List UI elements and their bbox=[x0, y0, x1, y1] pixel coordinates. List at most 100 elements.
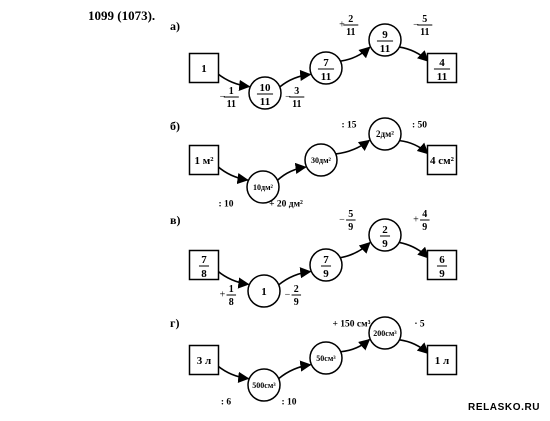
node-value-text: 10дм² bbox=[253, 183, 273, 192]
node-4-circle: 911 bbox=[368, 23, 402, 57]
operation-label: · 5 bbox=[414, 319, 425, 329]
node-box-shape bbox=[426, 144, 458, 176]
arrow-connector bbox=[216, 72, 251, 92]
arrow-connector bbox=[340, 46, 371, 62]
node-value-denominator: 11 bbox=[321, 71, 331, 83]
operation-numerator: 3 bbox=[294, 86, 299, 97]
node-circle-shape bbox=[368, 23, 402, 57]
operation-label: : 50 bbox=[412, 120, 427, 130]
chain-letter: б) bbox=[170, 119, 180, 133]
node-circle-shape bbox=[368, 117, 402, 151]
node-2-circle: 500см³ bbox=[247, 368, 281, 402]
node-2-circle: 10дм² bbox=[246, 170, 280, 204]
arrow-connector bbox=[278, 267, 312, 286]
operation-label: −111 bbox=[220, 86, 239, 110]
node-box-shape bbox=[426, 52, 458, 84]
operation-numerator: 4 bbox=[422, 209, 427, 220]
operation-label: + 150 см³ bbox=[333, 319, 371, 329]
operation-numerator: 5 bbox=[422, 14, 427, 25]
operation-numerator: 1 bbox=[229, 86, 234, 97]
operation-numerator: 2 bbox=[294, 284, 299, 295]
node-value-text: 500см³ bbox=[252, 381, 276, 390]
node-box-shape bbox=[188, 52, 220, 84]
operation-denominator: 9 bbox=[348, 222, 353, 233]
node-value-text: 1 bbox=[201, 63, 207, 75]
arrow-connector bbox=[399, 139, 429, 155]
node-value-denominator: 11 bbox=[380, 43, 390, 55]
arrow-connector bbox=[278, 360, 312, 380]
node-2-circle: 1 bbox=[247, 274, 281, 308]
node-box-shape bbox=[426, 344, 458, 376]
node-value-denominator: 11 bbox=[260, 96, 270, 108]
node-circle-shape bbox=[368, 316, 402, 350]
operation-sign: + bbox=[339, 20, 345, 31]
operation-denominator: 9 bbox=[422, 222, 427, 233]
operation-numerator: 2 bbox=[348, 14, 353, 25]
operation-label: : 15 bbox=[341, 120, 356, 130]
operation-denominator: 8 bbox=[229, 297, 234, 308]
operation-label: + 20 дм² bbox=[269, 199, 303, 209]
node-value-numerator: 2 bbox=[382, 224, 388, 236]
node-value-text: 3 л bbox=[197, 355, 211, 367]
arrow-connector bbox=[276, 162, 307, 181]
node-1-box: 3 л bbox=[188, 344, 220, 376]
operation-sign: + bbox=[413, 215, 419, 226]
operation-label: −59 bbox=[339, 209, 356, 233]
node-circle-shape bbox=[309, 341, 343, 375]
arrow-connector bbox=[340, 338, 371, 353]
operation-label: −311 bbox=[285, 86, 305, 110]
operation-text: · 5 bbox=[414, 319, 425, 329]
arrow-connector bbox=[216, 165, 249, 185]
node-1-box: 78 bbox=[188, 249, 220, 281]
operation-numerator: 1 bbox=[229, 284, 234, 295]
node-value-numerator: 7 bbox=[323, 57, 329, 69]
operation-text: : 10 bbox=[281, 397, 296, 407]
node-value-text: 1 л bbox=[435, 355, 449, 367]
node-circle-shape bbox=[247, 274, 281, 308]
operation-label: : 10 bbox=[218, 199, 233, 209]
node-4-circle: 200см³ bbox=[368, 316, 402, 350]
arrow-connector bbox=[216, 364, 250, 383]
node-circle-shape bbox=[368, 218, 402, 252]
problem-number: 1099 (1073). bbox=[88, 8, 156, 23]
operation-label: +18 bbox=[220, 284, 237, 308]
node-3-circle: 711 bbox=[309, 51, 343, 85]
node-3-circle: 30дм² bbox=[304, 143, 338, 177]
node-value-denominator: 9 bbox=[323, 268, 329, 280]
arrow-connector bbox=[340, 241, 371, 259]
node-circle-shape bbox=[309, 248, 343, 282]
node-value-text: 50см³ bbox=[316, 354, 336, 363]
node-circle-shape bbox=[248, 76, 282, 110]
operation-denominator: 9 bbox=[294, 297, 299, 308]
operation-text: : 10 bbox=[218, 199, 233, 209]
operation-sign: − bbox=[220, 92, 226, 103]
operation-sign: − bbox=[285, 92, 291, 103]
node-value-text: 30дм² bbox=[311, 156, 331, 165]
operation-denominator: 11 bbox=[420, 27, 429, 38]
node-circle-shape bbox=[309, 51, 343, 85]
operation-label: −29 bbox=[285, 284, 302, 308]
node-value-numerator: 10 bbox=[260, 82, 272, 94]
node-value-numerator: 9 bbox=[382, 29, 388, 41]
node-circle-shape bbox=[247, 368, 281, 402]
node-5-box: 69 bbox=[426, 249, 458, 281]
chain-letter: а) bbox=[170, 19, 180, 33]
operation-sign: − bbox=[413, 20, 419, 31]
node-value-numerator: 7 bbox=[323, 254, 329, 266]
node-value-text: 1 bbox=[261, 286, 267, 298]
node-value-numerator: 7 bbox=[201, 254, 207, 266]
node-box-shape bbox=[426, 249, 458, 281]
arrow-connector bbox=[399, 241, 430, 259]
node-value-denominator: 9 bbox=[382, 238, 388, 250]
node-5-box: 411 bbox=[426, 52, 458, 84]
chain-letter: г) bbox=[170, 316, 179, 330]
node-4-circle: 29 bbox=[368, 218, 402, 252]
node-value-text: 200см³ bbox=[373, 329, 397, 338]
node-box-shape bbox=[188, 249, 220, 281]
